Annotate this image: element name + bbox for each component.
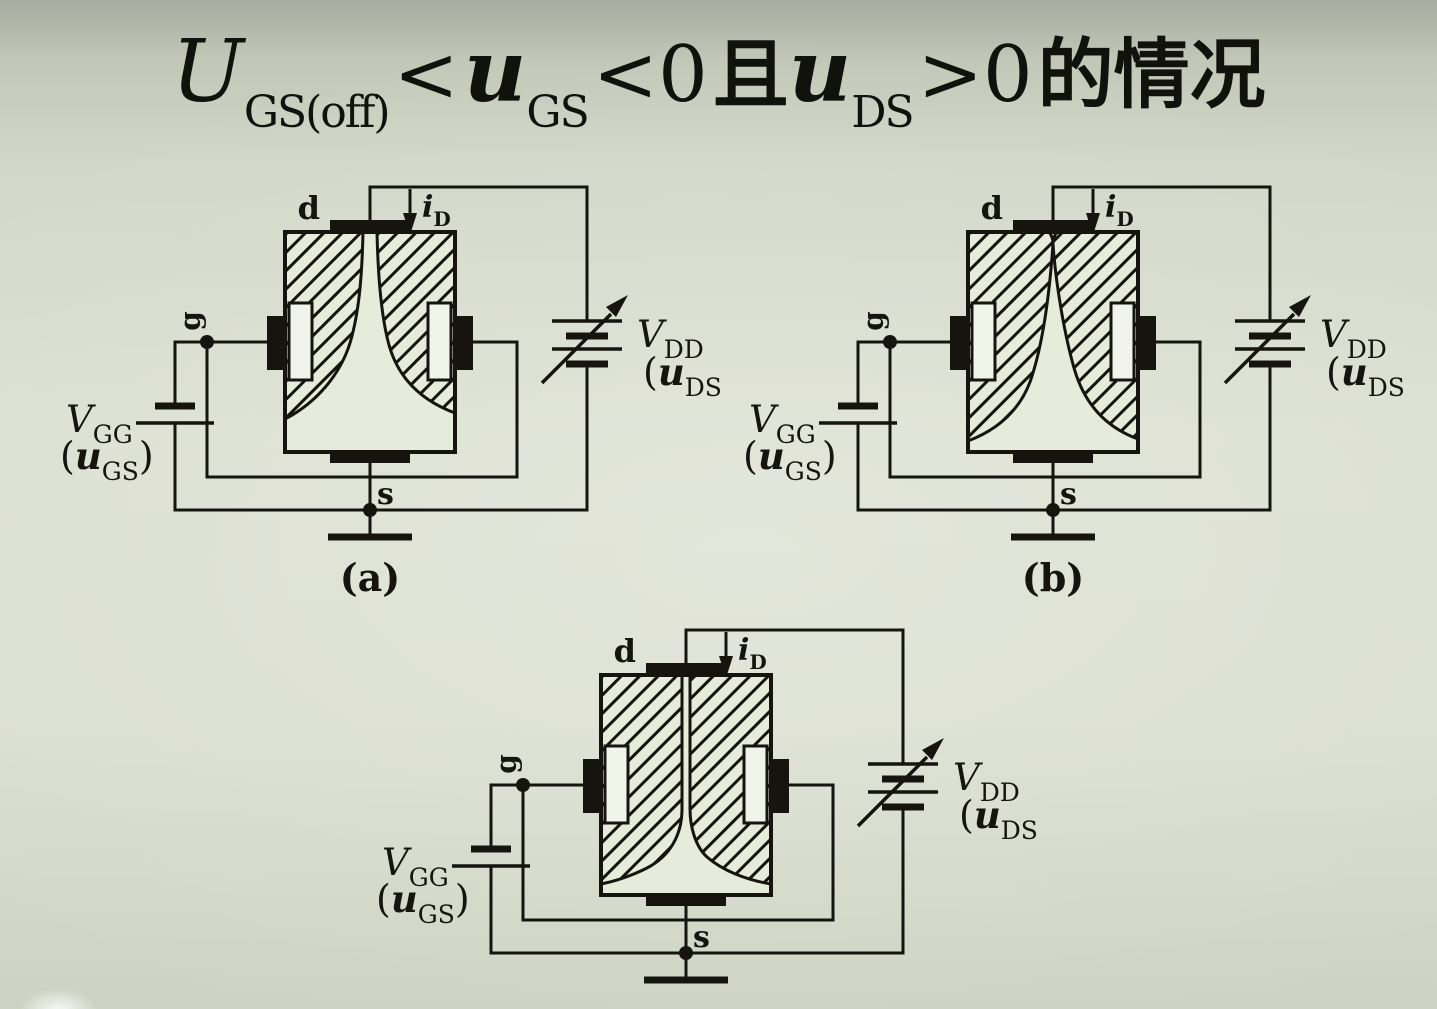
circuit-caption: (b) <box>1022 555 1085 600</box>
gate-node-dot <box>200 335 214 349</box>
title-sub-ds: DS <box>851 87 914 138</box>
vgg-battery <box>136 402 214 425</box>
variable-arrow-head <box>1289 295 1311 317</box>
circuit-diagram-c: d g s iD VGG (uGS) VDD (uDS) <box>376 618 1053 1009</box>
gate-node-dot <box>516 778 530 792</box>
gate-supply-label: VGG <box>382 841 449 892</box>
gate-region-left <box>970 301 997 382</box>
gate-terminal-label: g <box>174 311 207 331</box>
vgg-battery <box>819 402 897 425</box>
title-sub-gsoff: GS(off) <box>243 87 391 138</box>
drain-contact <box>330 220 410 233</box>
title-op-lt0: <0 <box>592 30 708 120</box>
gate-voltage-label: (uGS) <box>743 434 837 486</box>
title-conjunction: 且 <box>712 30 789 119</box>
gate-supply-label: VGG <box>749 398 816 449</box>
gate-region-left <box>603 744 630 825</box>
variable-arrow-shaft <box>540 312 613 385</box>
variable-arrow-shaft <box>856 755 929 828</box>
gate-region-right <box>1109 301 1136 382</box>
jfet-structure <box>583 663 789 906</box>
drain-voltage-label: (uDS) <box>959 793 1036 845</box>
drain-current-arrow <box>1086 189 1100 235</box>
gate-supply-label: VGG <box>66 398 133 449</box>
wiring <box>173 185 589 537</box>
drain-current-arrow <box>403 189 417 235</box>
jfet-circuit-svg: d g s iD VGG (uGS) VDD (uDS) <box>376 628 1053 984</box>
source-contact <box>330 450 410 463</box>
corner-highlight <box>18 988 98 1009</box>
slide-title: UGS(off)<uGS<0且uDS>0的情况 <box>0 2 1437 152</box>
title-term-uds: u <box>788 21 852 122</box>
title-op-gt0: >0 <box>917 30 1033 120</box>
vdd-battery <box>1223 295 1311 385</box>
drain-current-arrow <box>719 632 733 678</box>
wiring <box>489 628 905 980</box>
gate-region-left <box>287 301 314 382</box>
gate-contact-left <box>950 316 969 370</box>
drain-contact <box>1013 220 1093 233</box>
circuit-diagram-b: d g s iD VGG (uGS) VDD (uDS) (b) <box>743 175 1420 605</box>
source-terminal-label: s <box>377 477 394 512</box>
drain-terminal-label: d <box>981 189 1003 227</box>
drain-supply-label: VDD <box>1320 313 1387 364</box>
drain-current-label: iD <box>738 633 767 674</box>
gate-contact-right <box>454 316 473 370</box>
drain-supply-label: VDD <box>637 313 704 364</box>
drain-voltage-label: (uDS) <box>643 350 720 402</box>
variable-arrow-head <box>606 295 628 317</box>
jfet-circuit-svg: d g s iD VGG (uGS) VDD (uDS) (a) <box>60 185 737 600</box>
vdd-battery <box>856 738 944 828</box>
gate-terminal-label: g <box>857 311 890 331</box>
variable-arrow-shaft <box>1223 312 1296 385</box>
wiring <box>856 185 1272 537</box>
source-node-dot <box>363 503 377 517</box>
source-contact <box>1013 450 1093 463</box>
variable-arrow-head <box>922 738 944 760</box>
depletion-region-right <box>1051 230 1140 442</box>
jfet-structure <box>950 220 1156 463</box>
gate-region-right <box>426 301 453 382</box>
title-op-lt: < <box>393 30 459 120</box>
gate-contact-left <box>267 316 286 370</box>
source-terminal-label: s <box>693 920 710 955</box>
depletion-region-left <box>599 673 684 886</box>
gate-terminal-label: g <box>490 754 523 774</box>
gate-region-right <box>742 744 769 825</box>
depletion-region-left <box>966 230 1055 444</box>
title-term-ugsoff: U <box>171 22 244 122</box>
circuit-caption: (a) <box>340 555 401 600</box>
circuit-diagram-a: d g s iD VGG (uGS) VDD (uDS) (a) <box>60 175 737 605</box>
drain-contact <box>646 663 726 676</box>
title-sub-gs: GS <box>526 87 589 138</box>
drain-supply-label: VDD <box>953 756 1020 807</box>
drain-voltage-label: (uDS) <box>1326 350 1403 402</box>
title-suffix: 的情况 <box>1037 30 1266 119</box>
title-term-ugs: u <box>463 21 527 122</box>
source-contact <box>646 893 726 906</box>
gate-contact-right <box>770 759 789 813</box>
gate-contact-left <box>583 759 602 813</box>
drain-terminal-label: d <box>614 632 636 670</box>
source-node-dot <box>679 946 693 960</box>
vgg-battery <box>452 845 530 868</box>
gate-node-dot <box>883 335 897 349</box>
drain-current-label: iD <box>422 190 451 231</box>
vdd-battery <box>540 295 628 385</box>
drain-current-label: iD <box>1105 190 1134 231</box>
gate-voltage-label: (uGS) <box>60 434 154 486</box>
jfet-circuit-svg: d g s iD VGG (uGS) VDD (uDS) (b) <box>743 185 1420 600</box>
source-terminal-label: s <box>1060 477 1077 512</box>
gate-voltage-label: (uGS) <box>376 877 470 929</box>
gate-contact-right <box>1137 316 1156 370</box>
depletion-region-right <box>688 673 773 886</box>
source-node-dot <box>1046 503 1060 517</box>
drain-terminal-label: d <box>298 189 320 227</box>
jfet-structure <box>267 220 473 463</box>
